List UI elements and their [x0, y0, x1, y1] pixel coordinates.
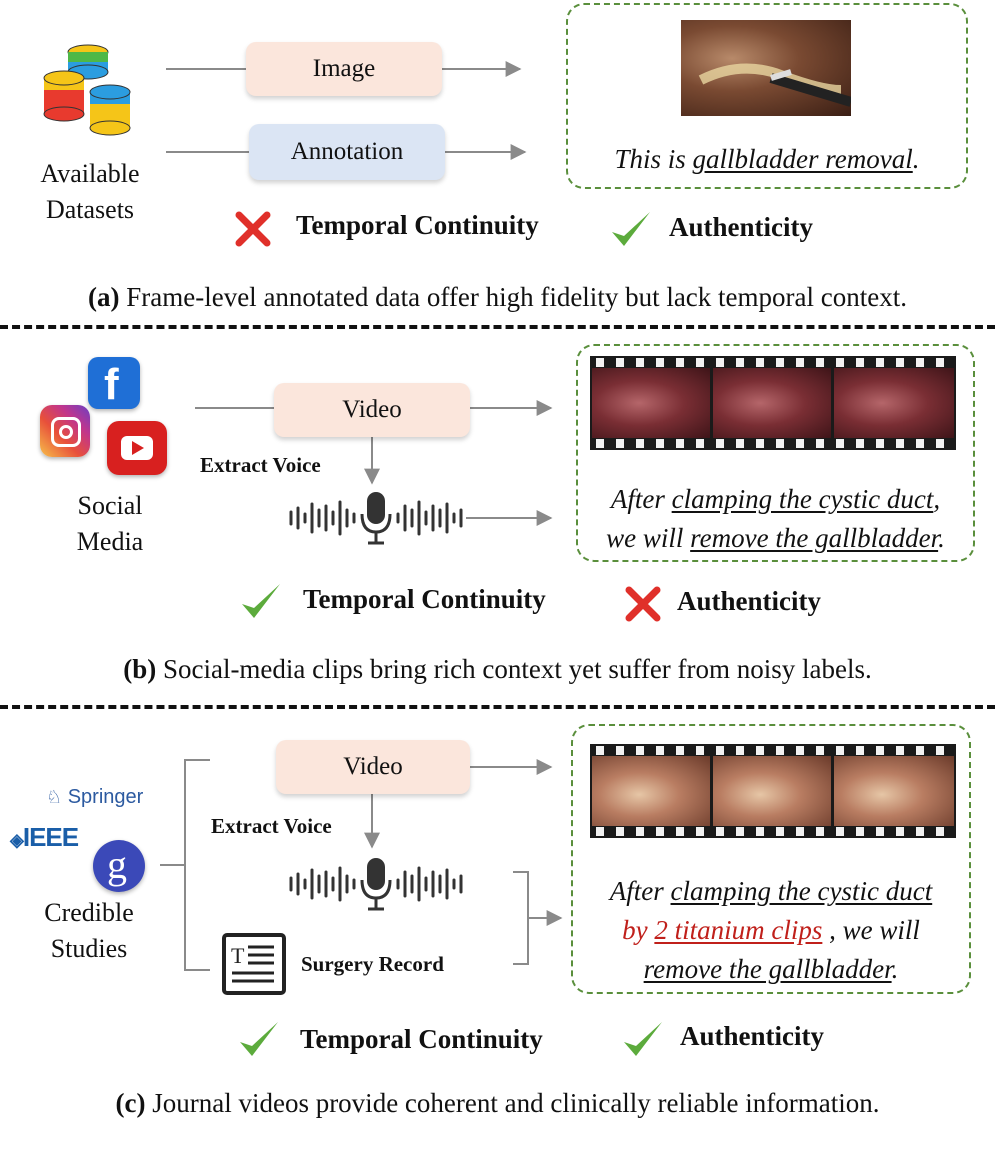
- divider: [0, 705, 995, 709]
- surgery-record-label: Surgery Record: [301, 952, 444, 976]
- surgical-frame-image: [681, 20, 851, 116]
- microphone-waveform-icon: [289, 858, 463, 911]
- svg-text:T: T: [231, 943, 245, 968]
- video-frame: [713, 368, 831, 438]
- output-caption: This is gallbladder removal.: [614, 144, 920, 174]
- check-icon: [240, 1022, 278, 1056]
- output-panel: [566, 3, 968, 189]
- source-label-line2: Datasets: [45, 195, 135, 224]
- check-icon: [624, 1022, 662, 1056]
- google-scholar-icon: g: [93, 840, 145, 892]
- video-frame: [834, 756, 954, 826]
- video-frame: [834, 368, 954, 438]
- video-frame: [592, 368, 710, 438]
- springer-horse-icon: ♘: [46, 787, 63, 807]
- divider: [0, 325, 995, 329]
- database-icon: [43, 44, 131, 136]
- criterion-authenticity: Authenticity: [680, 1021, 824, 1051]
- source-label-line1: Social: [77, 491, 143, 520]
- ieee-diamond-icon: ◈: [10, 830, 24, 850]
- criterion-authenticity: Authenticity: [669, 212, 813, 242]
- video-filmstrip: [590, 356, 956, 450]
- cross-icon: [235, 211, 271, 247]
- source-label-line2: Studies: [50, 934, 128, 963]
- criterion-authenticity: Authenticity: [677, 586, 821, 616]
- caption-b: (b) Social-media clips bring rich contex…: [123, 654, 872, 684]
- flow-arrows: [166, 61, 527, 160]
- flow-arrows: [195, 400, 553, 526]
- check-icon: [612, 212, 650, 246]
- video-filmstrip: [590, 744, 956, 838]
- output-panel: [571, 724, 971, 994]
- cross-icon: [625, 586, 661, 622]
- extract-voice-label: Extract Voice: [200, 453, 321, 477]
- caption-a: (a) Frame-level annotated data offer hig…: [88, 282, 907, 312]
- caption-c: (c) Journal videos provide coherent and …: [115, 1088, 880, 1118]
- video-box: Video: [276, 740, 470, 794]
- output-panel: [576, 344, 975, 562]
- document-icon: T: [222, 933, 286, 995]
- source-label: Credible Studies: [19, 895, 159, 967]
- image-box: Image: [246, 42, 442, 96]
- extract-voice-label: Extract Voice: [211, 814, 332, 838]
- source-label: Available Datasets: [20, 156, 160, 228]
- youtube-icon: [107, 421, 167, 475]
- criterion-temporal-continuity: Temporal Continuity: [303, 584, 546, 614]
- source-label-line2: Media: [76, 527, 144, 556]
- criterion-temporal-continuity: Temporal Continuity: [296, 210, 539, 240]
- annotation-box: Annotation: [249, 124, 445, 180]
- video-box: Video: [274, 383, 470, 437]
- criterion-temporal-continuity: Temporal Continuity: [300, 1024, 543, 1054]
- source-label-line1: Available: [40, 159, 140, 188]
- output-caption: After clamping the cystic duct, we will …: [606, 484, 945, 553]
- source-label-line1: Credible: [44, 898, 134, 927]
- springer-logo: ♘ Springer: [46, 786, 144, 808]
- instagram-icon: [40, 405, 90, 457]
- video-frame: [713, 756, 831, 826]
- ieee-logo: ◈IEEE: [10, 822, 79, 852]
- video-frame: [592, 756, 710, 826]
- facebook-icon: f: [88, 357, 140, 409]
- source-label: Social Media: [40, 488, 180, 560]
- flow-arrows: [160, 759, 563, 971]
- output-caption: After clamping the cystic duct by 2 tita…: [609, 876, 933, 984]
- microphone-waveform-icon: [289, 492, 463, 545]
- check-icon: [242, 584, 280, 618]
